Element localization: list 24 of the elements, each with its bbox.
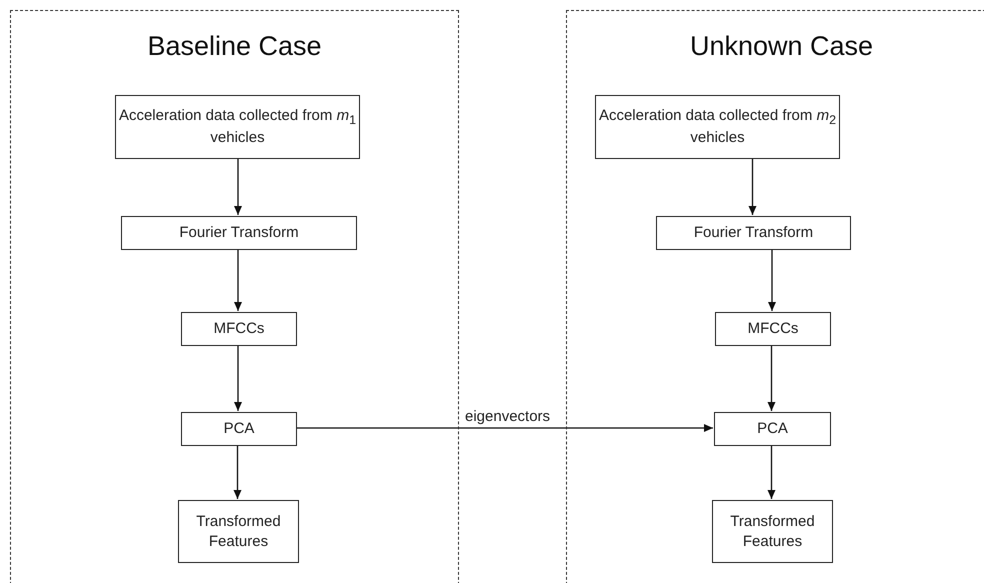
arrow [768, 249, 776, 311]
arrow [296, 424, 713, 432]
process-box: Fourier Transform [121, 216, 357, 250]
process-box: Transformed Features [712, 500, 833, 563]
arrow [768, 345, 776, 411]
process-box: MFCCs [715, 312, 831, 346]
process-box: Acceleration data collected from m$_{1}$ vehicles [115, 95, 360, 159]
arrow [234, 345, 242, 411]
panel-title: Unknown Case [688, 31, 874, 62]
dashed-panel [10, 10, 459, 583]
arrow [234, 249, 242, 311]
arrow [748, 158, 756, 215]
process-box: Acceleration data collected from m$_{2}$ vehicles [595, 95, 840, 159]
process-box: Fourier Transform [656, 216, 851, 250]
dashed-panel [566, 10, 984, 583]
process-box: Transformed Features [178, 500, 299, 563]
arrow [768, 445, 776, 499]
process-box: MFCCs [181, 312, 297, 346]
panel-title: Baseline Case [146, 31, 323, 62]
edge-label: eigenvectors [463, 408, 552, 425]
process-box: PCA [714, 412, 831, 446]
arrow [234, 445, 242, 499]
arrow [234, 158, 242, 215]
process-box: PCA [181, 412, 297, 446]
